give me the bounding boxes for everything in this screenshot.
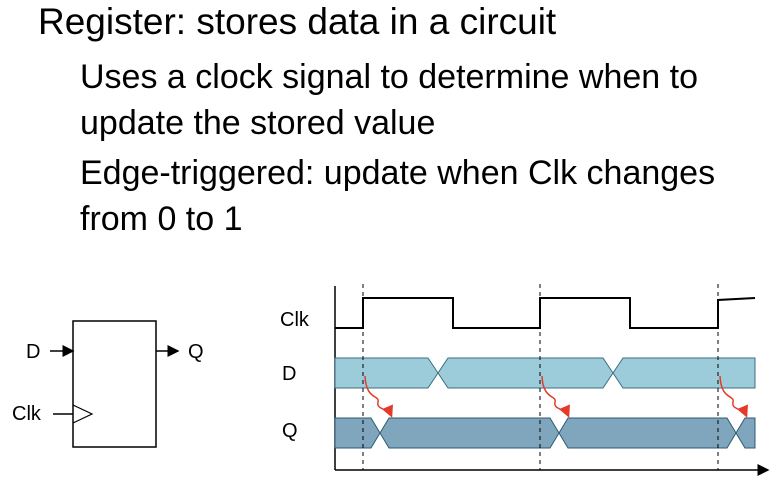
- d-bus-segment-3: [612, 357, 756, 389]
- slide-title: Register: stores data in a circuit: [38, 1, 557, 42]
- register-block: D Clk Q: [12, 320, 204, 448]
- q-bus-segment-2: [379, 417, 560, 449]
- timing-label-q: Q: [282, 420, 298, 442]
- register-input-d-label: D: [26, 341, 40, 363]
- register-output-q-label: Q: [188, 341, 204, 363]
- timing-label-clk: Clk: [280, 309, 310, 331]
- bullet-edge-line2: from 0 to 1: [80, 200, 243, 238]
- update-arrow-3: [719, 375, 748, 418]
- d-bus-segment-1: [334, 357, 439, 389]
- register-input-clk-label: Clk: [12, 403, 42, 425]
- bullet-clock-line2: update the stored value: [80, 104, 436, 142]
- q-bus-segment-1: [334, 417, 381, 449]
- clk-waveform: [335, 297, 756, 329]
- bullet-edge-line1: Edge-triggered: update when Clk changes: [80, 154, 716, 192]
- update-arrow-2: [541, 375, 570, 418]
- timing-diagram: Clk D Q: [280, 284, 770, 476]
- clock-edge-triangle-icon: [72, 404, 94, 424]
- q-bus-segment-3: [558, 417, 737, 449]
- q-bus-segment-4: [735, 417, 756, 449]
- d-bus-segment-2: [437, 357, 614, 389]
- bullet-clock-signal: Uses a clock signal to determine when to…: [80, 54, 698, 146]
- bullet-clock-line1: Uses a clock signal to determine when to: [80, 58, 698, 96]
- timing-label-d: D: [282, 363, 296, 385]
- update-arrow-1: [364, 375, 393, 418]
- bullet-edge-triggered: Edge-triggered: update when Clk changes …: [80, 150, 715, 242]
- register-box: [72, 320, 157, 448]
